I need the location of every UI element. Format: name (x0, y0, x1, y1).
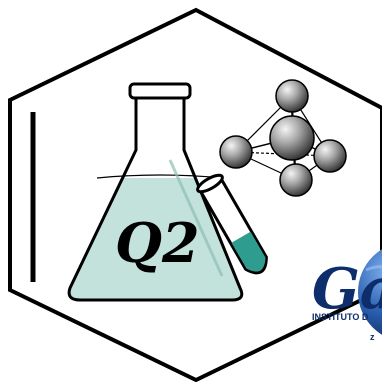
logo-tagline: z (370, 332, 375, 342)
atom-bottom (279, 163, 313, 197)
test-tube-liquid (231, 231, 266, 272)
flask-label: Q2 (115, 211, 200, 275)
logo-word: Ga (312, 256, 382, 322)
globe-icon (358, 249, 382, 335)
hexagon-ring (8, 7, 382, 382)
atom-center (269, 115, 315, 161)
atom-right (313, 139, 347, 173)
logo-subtitle: INSTITUTO D (312, 312, 369, 322)
institute-logo: Ga INSTITUTO D z (312, 249, 382, 342)
test-tube-icon (196, 173, 268, 275)
atom-left (219, 135, 253, 169)
atom-top (275, 79, 309, 113)
molecule-icon (219, 79, 347, 197)
